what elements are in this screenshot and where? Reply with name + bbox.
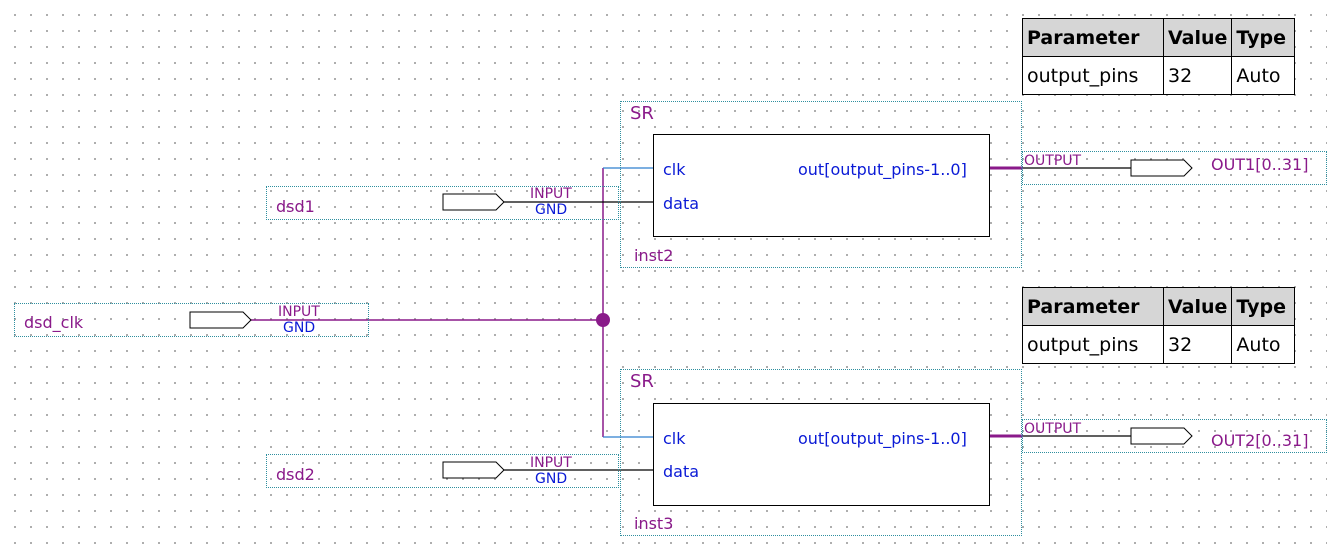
- output-name-out1: OUT1[0..31]: [1211, 155, 1309, 174]
- input-pin-dsd2[interactable]: [266, 454, 619, 488]
- output-type-label-out1: OUTPUT: [1024, 153, 1082, 169]
- input-pin-dsd-clk[interactable]: [14, 303, 369, 337]
- table-row[interactable]: output_pins 32 Auto: [1022, 325, 1296, 364]
- port-clk-inst3: clk: [663, 429, 686, 448]
- input-pin-symbol-dsd1: [442, 193, 505, 211]
- output-name-out2: OUT2[0..31]: [1211, 431, 1309, 450]
- output-pin-symbol-out2: [1130, 427, 1193, 445]
- param-table-inst3[interactable]: Parameter Value Type output_pins 32 Auto: [1022, 287, 1296, 364]
- block-inst2-title: SR: [630, 103, 654, 124]
- param-table-header-row: Parameter Value Type: [1022, 18, 1296, 57]
- block-inst2-body[interactable]: [653, 134, 990, 237]
- param-cell-type: Auto: [1231, 56, 1296, 95]
- param-cell-value[interactable]: 32: [1162, 56, 1233, 95]
- param-header-type: Type: [1231, 18, 1296, 57]
- instance-name-inst3: inst3: [634, 514, 674, 533]
- param-header-parameter: Parameter: [1022, 18, 1164, 57]
- output-pin-symbol-out1: [1130, 159, 1193, 177]
- block-inst3-body[interactable]: [653, 403, 990, 506]
- param-table-header-row: Parameter Value Type: [1022, 287, 1296, 326]
- input-pin-symbol-dsd-clk: [189, 311, 252, 329]
- input-name-dsd1: dsd1: [276, 197, 315, 216]
- junction-dot: [596, 313, 610, 327]
- param-cell-name: output_pins: [1022, 325, 1164, 364]
- port-out-inst3: out[output_pins-1..0]: [798, 429, 967, 448]
- input-pin-dsd1[interactable]: [266, 186, 619, 220]
- output-type-label-out2: OUTPUT: [1024, 421, 1082, 437]
- param-header-value: Value: [1162, 18, 1233, 57]
- input-name-dsd2: dsd2: [276, 465, 315, 484]
- param-cell-value[interactable]: 32: [1162, 325, 1233, 364]
- param-cell-type: Auto: [1231, 325, 1296, 364]
- block-inst3-title: SR: [630, 371, 654, 392]
- input-type-label-dsd1: INPUT: [530, 186, 572, 202]
- param-header-parameter: Parameter: [1022, 287, 1164, 326]
- instance-name-inst2: inst2: [634, 246, 674, 265]
- input-default-label-dsd1: GND: [535, 202, 568, 218]
- param-table-inst2[interactable]: Parameter Value Type output_pins 32 Auto: [1022, 18, 1296, 95]
- port-out-inst2: out[output_pins-1..0]: [798, 160, 967, 179]
- input-type-label-dsd2: INPUT: [530, 455, 572, 471]
- input-name-dsd-clk: dsd_clk: [24, 313, 84, 332]
- table-row[interactable]: output_pins 32 Auto: [1022, 56, 1296, 95]
- param-cell-name: output_pins: [1022, 56, 1164, 95]
- param-header-type: Type: [1231, 287, 1296, 326]
- input-default-label-dsd-clk: GND: [283, 320, 316, 336]
- param-header-value: Value: [1162, 287, 1233, 326]
- input-default-label-dsd2: GND: [535, 471, 568, 487]
- port-data-inst2: data: [663, 194, 700, 213]
- port-clk-inst2: clk: [663, 160, 686, 179]
- block-inst2-frame[interactable]: [620, 101, 1022, 268]
- input-pin-symbol-dsd2: [442, 461, 505, 479]
- port-data-inst3: data: [663, 462, 700, 481]
- input-type-label-dsd-clk: INPUT: [278, 304, 320, 320]
- block-inst3-frame[interactable]: [620, 369, 1022, 536]
